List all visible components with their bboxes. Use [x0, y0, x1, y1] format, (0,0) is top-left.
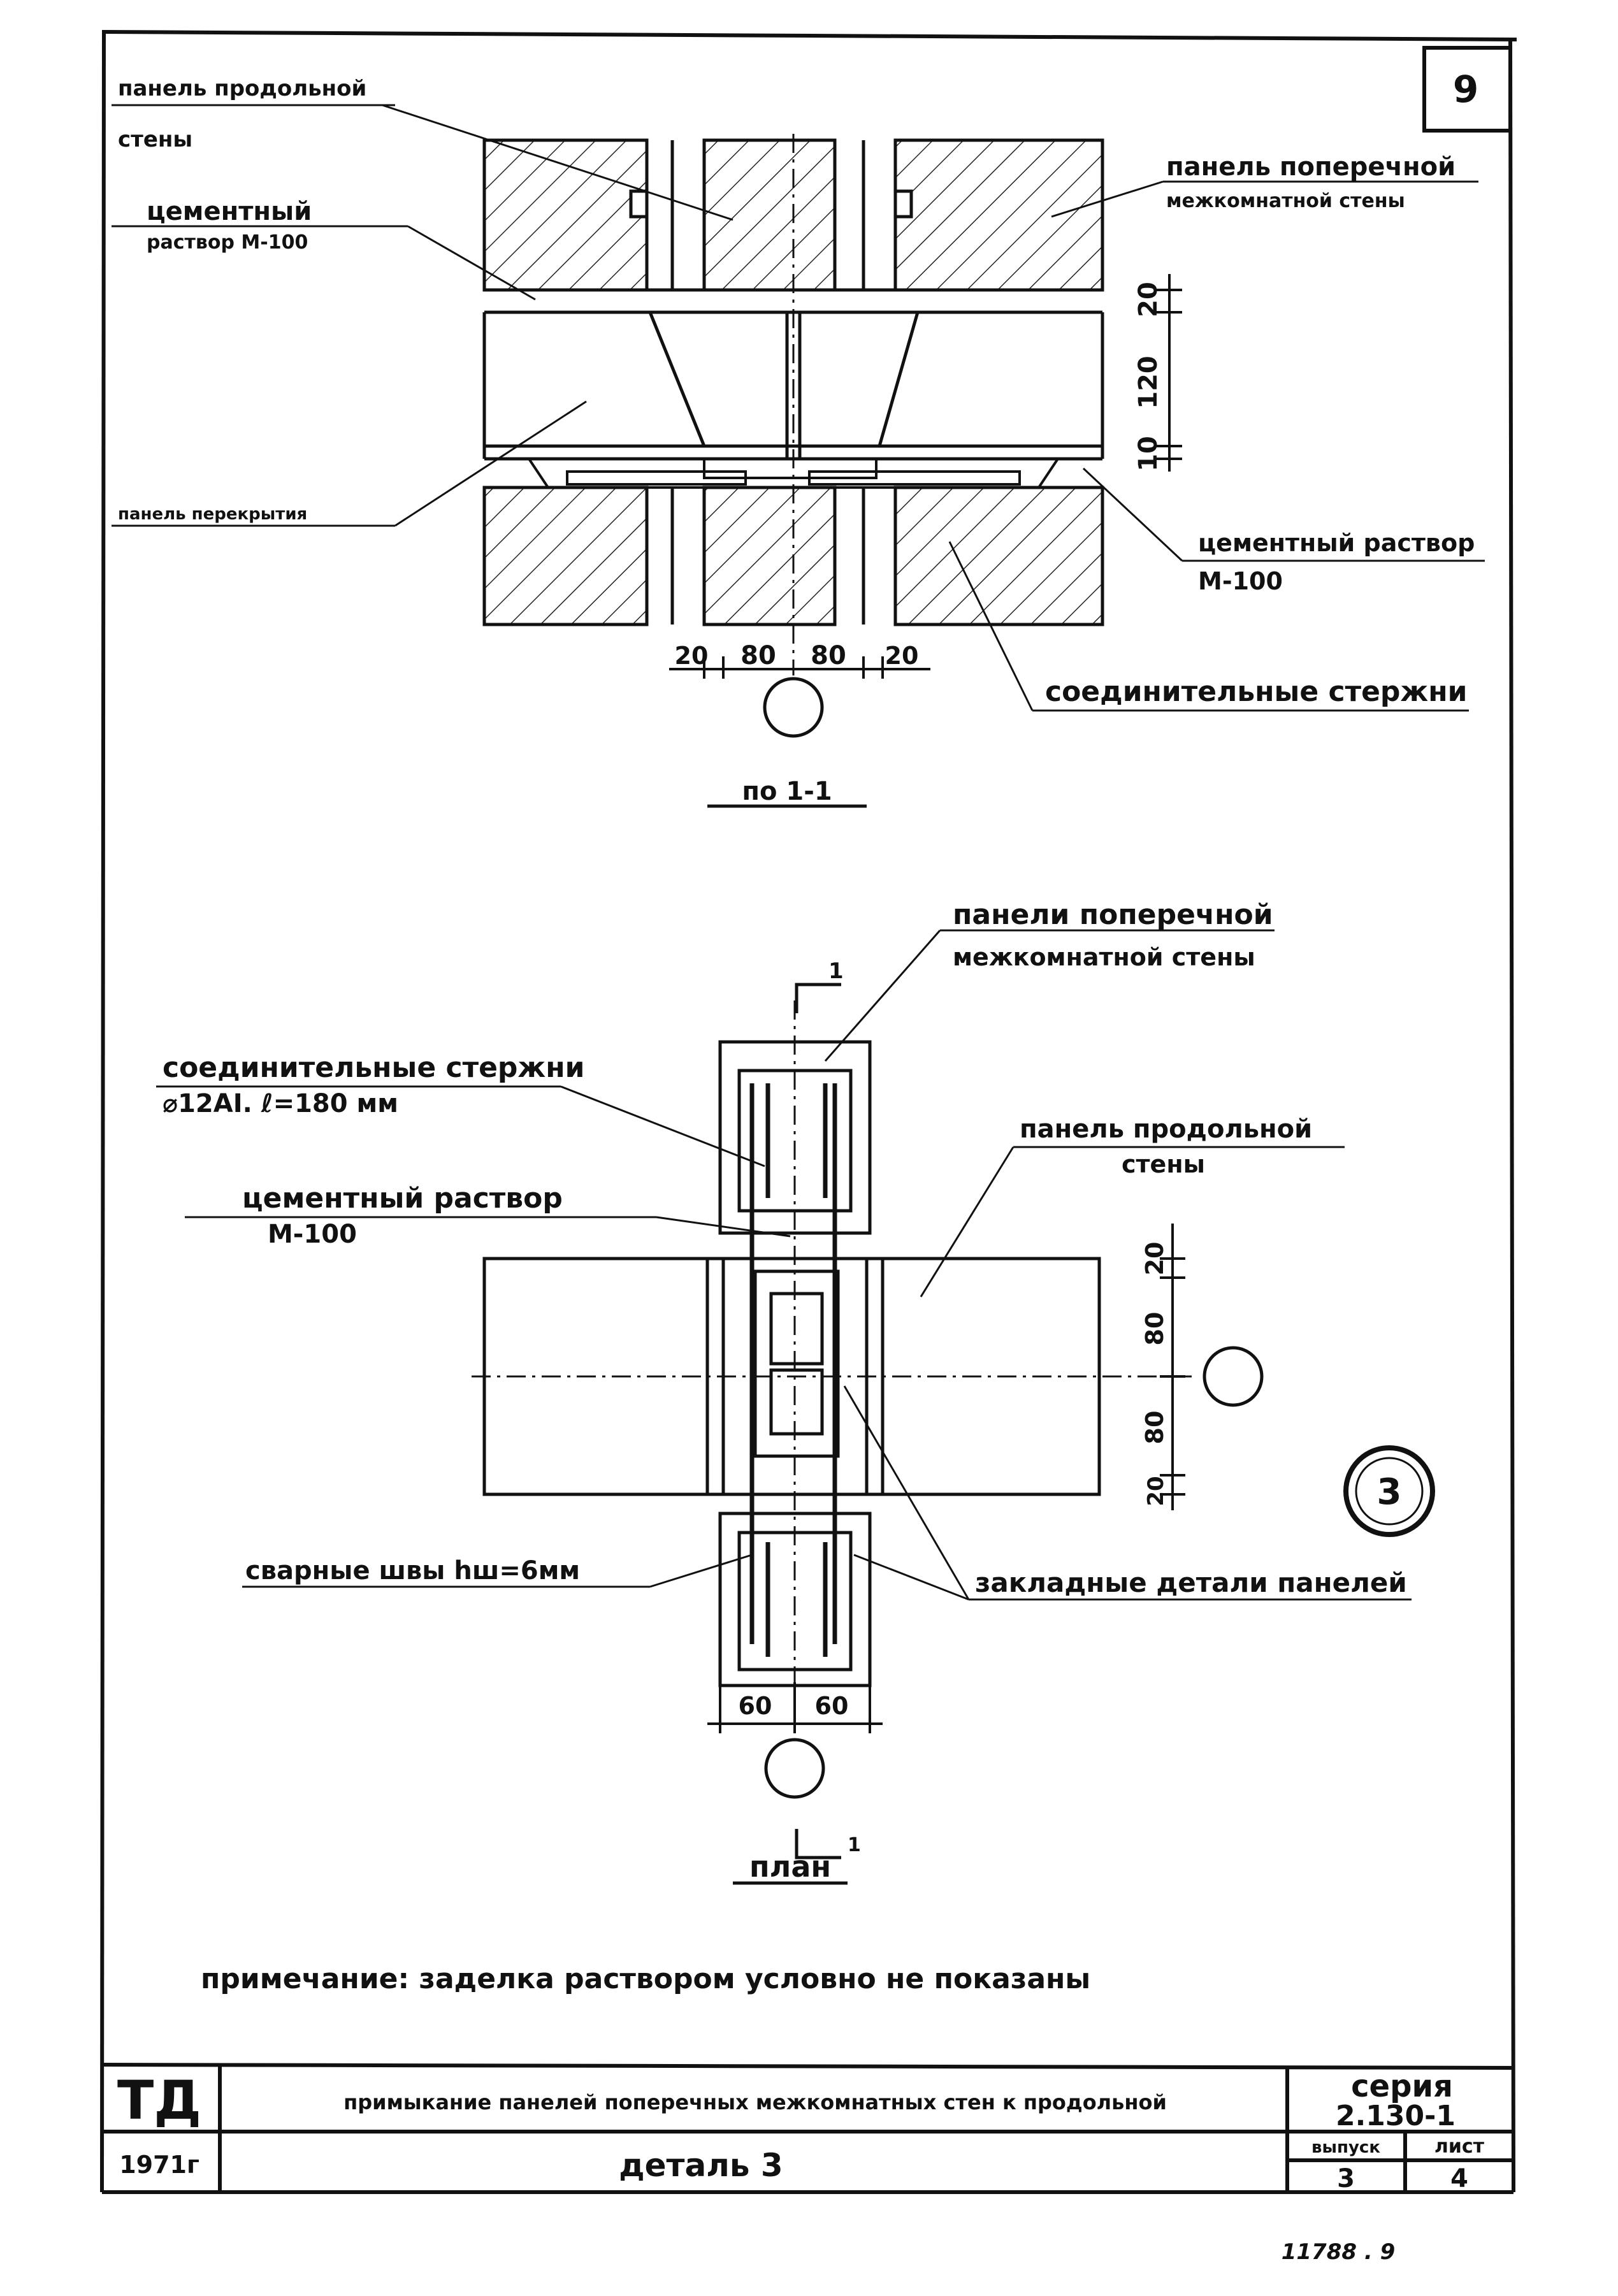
title-block-title: примыкание панелей поперечных межкомнатн…	[343, 2090, 1167, 2114]
sheet-mark: 9	[1453, 68, 1478, 111]
plan-label-panel-long-2: стены	[1122, 1150, 1205, 1178]
plan-dim-h-60a: 60	[739, 1692, 772, 1720]
plan-vertical-dimension	[1160, 1224, 1185, 1510]
cut-mark-label-bottom: 1	[848, 1834, 861, 1856]
plan-dim-h-60b: 60	[815, 1692, 849, 1720]
dim-v-120: 120	[1134, 356, 1163, 409]
plan-label-rods-1: соединительные стержни	[163, 1051, 584, 1084]
section-axis-bubble	[763, 677, 824, 738]
dim-h-80b: 80	[811, 641, 846, 670]
section-label-panel-long-2: стены	[118, 127, 192, 152]
title-block-series-value: 2.130-1	[1336, 2100, 1455, 2132]
detail-marker-inner	[1355, 1457, 1424, 1526]
plan-label-rods-2: ⌀12АI. ℓ=180 мм	[163, 1089, 398, 1118]
title-block-issue-label: выпуск	[1311, 2138, 1380, 2157]
plan-label-mortar-2: М-100	[268, 1220, 357, 1249]
title-block-sheet-value: 4	[1450, 2164, 1468, 2193]
plan-view: 1 1 3 20 80 80 20 60 60	[156, 899, 1435, 1885]
dim-h-20a: 20	[675, 642, 709, 670]
title-block-sheet-label: лист	[1434, 2135, 1485, 2158]
plan-label-panels-trans-1: панели поперечной	[953, 899, 1273, 931]
plan-leaders	[156, 929, 1412, 1885]
section-label-panel-trans-2: межкомнатной стены	[1166, 190, 1405, 212]
plan-embedded-plates	[753, 1269, 840, 1458]
section-leaders	[112, 104, 1485, 808]
cut-mark-label-top: 1	[828, 958, 844, 984]
section-label-floor-slab: панель перекрытия	[118, 505, 307, 524]
plan-label-mortar-1: цементный раствор	[242, 1182, 563, 1215]
footer-mark: 11788 . 9	[1282, 2239, 1396, 2265]
title-block	[101, 2063, 1514, 2192]
section-title: по 1-1	[742, 777, 832, 806]
plan-label-weld-seams: сварные швы hш=6мм	[245, 1556, 580, 1585]
detail-marker-number: 3	[1377, 1471, 1402, 1513]
plan-horizontal-dimension	[707, 1682, 883, 1733]
detail-marker	[1343, 1445, 1435, 1537]
section-label-mortar-r-2: М-100	[1198, 567, 1283, 595]
title-block-subtitle: деталь 3	[619, 2147, 783, 2184]
plan-dim-v-20a: 20	[1141, 1242, 1169, 1276]
plan-axis-bubble-right	[1203, 1346, 1264, 1407]
section-cut-mark	[795, 983, 841, 1859]
section-label-rods: соединительные стержни	[1045, 675, 1467, 708]
section-label-panel-trans-1: панель поперечной	[1166, 152, 1455, 182]
title-block-year: 1971г	[119, 2151, 199, 2179]
plan-label-panels-trans-2: межкомнатной стены	[953, 943, 1255, 971]
title-block-series-label: серия	[1351, 2069, 1453, 2104]
plan-label-embedded-parts: закладные детали панелей	[975, 1567, 1407, 1598]
section-vertical-dimension	[1157, 274, 1182, 472]
dim-v-10: 10	[1134, 436, 1163, 472]
title-block-org: ТД	[117, 2069, 201, 2132]
dim-h-80a: 80	[740, 641, 776, 670]
section-label-panel-long-1: панель продольной	[118, 76, 366, 101]
plan-connecting-rods	[749, 1083, 837, 1657]
drawing-note: примечание: заделка раствором условно не…	[201, 1963, 1090, 1995]
sheet-mark-box: 9	[1422, 46, 1512, 133]
section-1-1: 20 120 10 20 80 80 20	[112, 76, 1485, 808]
section-horizontal-dimension	[669, 656, 930, 679]
section-label-mortar-2: раствор М-100	[147, 231, 308, 254]
plan-label-panel-long-1: панель продольной	[1020, 1115, 1312, 1144]
section-label-mortar-r-1: цементный раствор	[1198, 529, 1475, 557]
plan-dim-v-20b: 20	[1143, 1476, 1169, 1506]
dim-v-20: 20	[1134, 282, 1163, 317]
title-block-issue-value: 3	[1337, 2164, 1355, 2193]
dim-h-20b: 20	[885, 642, 919, 670]
plan-dim-v-80a: 80	[1141, 1312, 1169, 1346]
plan-dim-v-80b: 80	[1141, 1411, 1169, 1445]
lower-wall-panels	[482, 486, 1104, 626]
sheet-frame	[100, 30, 1517, 2194]
plan-title: план	[749, 1849, 831, 1884]
plan-axis-bubble-bottom	[764, 1738, 825, 1799]
section-label-mortar-1: цементный	[147, 197, 312, 226]
floor-slab	[648, 312, 920, 459]
